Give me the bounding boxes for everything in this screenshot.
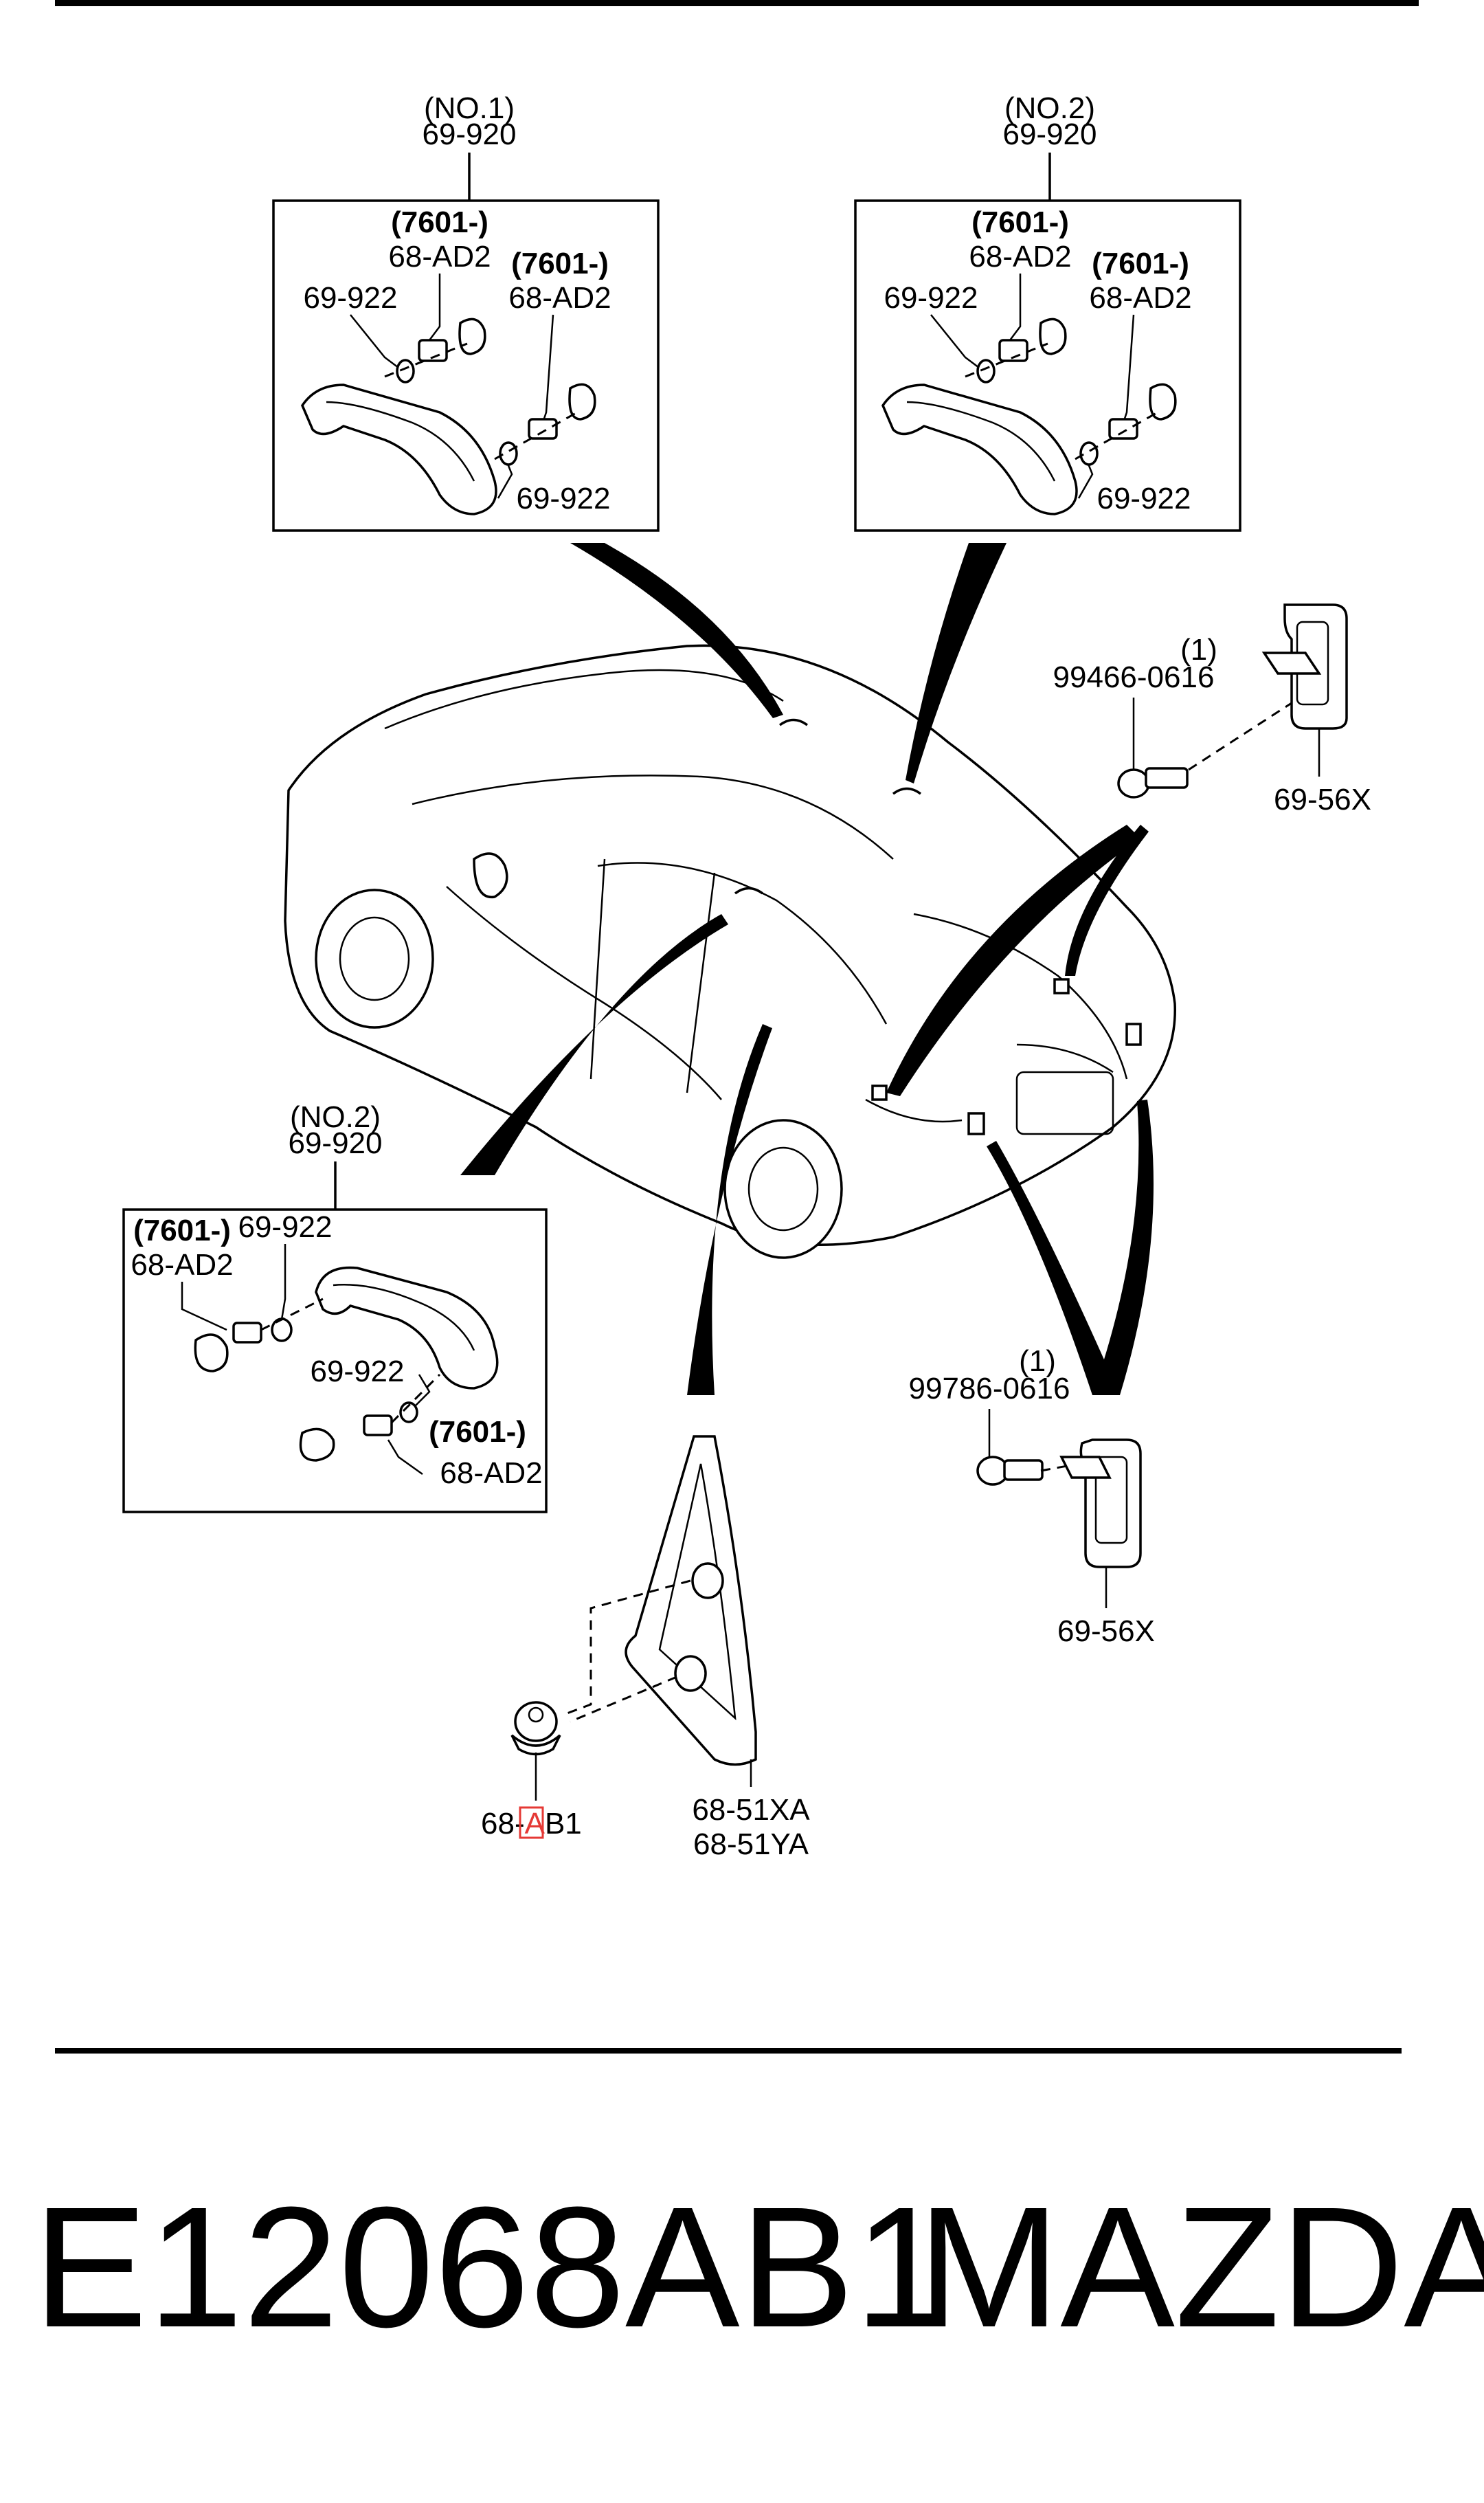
- box2-label-d: 68-AD2: [1089, 281, 1191, 315]
- box3-label-b: 68-AD2: [131, 1248, 233, 1282]
- bottom-rule: [55, 2048, 1402, 2054]
- box2-part: 69-920: [1002, 118, 1097, 151]
- rear-hook-upper-assembly: (1) 99466-0616 69-56X: [1053, 603, 1371, 816]
- hook-upper-bolt-icon: [1117, 767, 1189, 799]
- hook-upper-bolt: 99466-0616: [1053, 660, 1215, 694]
- box1-part: 69-920: [422, 118, 516, 151]
- box1-cap-2: [568, 383, 596, 421]
- clip-suffix: B1: [545, 1807, 582, 1840]
- box3-label-c: 69-922: [238, 1210, 332, 1244]
- box2-pin-1: [976, 359, 996, 383]
- box1-pin-1: [396, 359, 415, 383]
- box3-label-e: (7601-): [429, 1415, 526, 1449]
- box3-cap-1: [194, 1333, 229, 1372]
- footer-part-number: E12068AB1: [33, 2171, 949, 2363]
- rear-hook-lower-assembly: (1) 99786-0616 69-56X: [909, 1344, 1155, 1648]
- box2-tag: (NO.2): [1004, 91, 1095, 125]
- box1-grip-handle: [301, 383, 497, 515]
- box1-pin-2: [499, 441, 518, 466]
- box2-label-e: 69-922: [884, 281, 978, 315]
- box1-label-c: (7601-): [511, 247, 609, 280]
- box2-pin-2: [1079, 441, 1099, 466]
- box1-clip-2: [528, 418, 558, 440]
- box2-label-b: 68-AD2: [969, 240, 1071, 274]
- trim-part-1: 68-51XA: [692, 1793, 810, 1827]
- box3-frame: [122, 1208, 548, 1513]
- box3-label-d: 69-922: [310, 1355, 404, 1388]
- top-rule: [55, 0, 1419, 6]
- footer-brand: MAZDA: [917, 2171, 1484, 2363]
- trim-clip-icon: [510, 1701, 561, 1756]
- clip-part-number: 68-AB1: [481, 1807, 582, 1840]
- box1-label-d: 68-AD2: [508, 281, 611, 315]
- box-front-grip-assembly: (NO.1) 69-920 (7601-) 68-AD2 (7601-) 68-…: [272, 91, 660, 532]
- hook-lower-part: 69-56X: [1057, 1614, 1155, 1648]
- box2-label-a: (7601-): [971, 205, 1069, 239]
- box1-cap-1: [458, 318, 486, 355]
- quarter-trim-assembly: 68-51XA 68-51YA 68-AB1: [481, 1435, 810, 1861]
- box1-frame: [272, 199, 660, 532]
- box3-label-a: (7601-): [133, 1214, 231, 1247]
- box1-label-f: 69-922: [516, 482, 610, 515]
- box3-clip-1: [232, 1322, 262, 1344]
- vehicle-body-outline: [284, 644, 1176, 1259]
- box1-label-e: 69-922: [303, 281, 397, 315]
- clip-prefix: 68-: [481, 1807, 525, 1840]
- hook-upper-qty: (1): [1180, 633, 1217, 667]
- hook-lower-bolt: 99786-0616: [909, 1372, 1070, 1405]
- box3-part: 69-920: [288, 1126, 382, 1160]
- box2-grip-handle: [881, 383, 1078, 515]
- box1-tag: (NO.1): [424, 91, 515, 125]
- box3-cap-2: [299, 1427, 335, 1462]
- box3-label-f: 68-AD2: [440, 1456, 542, 1490]
- box3-grip-handle: [315, 1266, 499, 1390]
- hook-upper-part: 69-56X: [1274, 783, 1371, 816]
- box3-tag: (NO.2): [290, 1100, 381, 1134]
- rear-wheel: [723, 1119, 843, 1259]
- box2-clip-2: [1108, 418, 1138, 440]
- front-wheel: [315, 889, 434, 1029]
- box2-label-c: (7601-): [1092, 247, 1189, 280]
- box3-clip-2: [363, 1414, 393, 1436]
- box3-pin-2: [399, 1401, 418, 1423]
- box2-label-f: 69-922: [1097, 482, 1191, 515]
- box1-label-a: (7601-): [391, 205, 488, 239]
- box2-cap-1: [1039, 318, 1067, 355]
- hook-lower-bolt-icon: [976, 1456, 1044, 1486]
- box2-frame: [854, 199, 1241, 532]
- pointer-wedges: [460, 543, 1154, 1395]
- box1-label-b: 68-AD2: [388, 240, 491, 274]
- box2-cap-2: [1149, 383, 1177, 421]
- license-plate-area: [1015, 1071, 1114, 1135]
- quarter-trim-panel: [625, 1435, 757, 1766]
- box-rear-grip-assembly-left: (NO.2) 69-920 (7601-) 68-AD2 69-922 69-9…: [122, 1100, 548, 1513]
- hook-lower-qty: (1): [1019, 1344, 1056, 1378]
- side-mirror: [473, 852, 508, 899]
- box-rear-grip-assembly-top: (NO.2) 69-920 (7601-) 68-AD2 (7601-) 68-…: [854, 91, 1241, 532]
- clip-highlight-box: [519, 1806, 544, 1839]
- trim-part-2: 68-51YA: [693, 1827, 809, 1861]
- box3-pin-1: [271, 1317, 293, 1342]
